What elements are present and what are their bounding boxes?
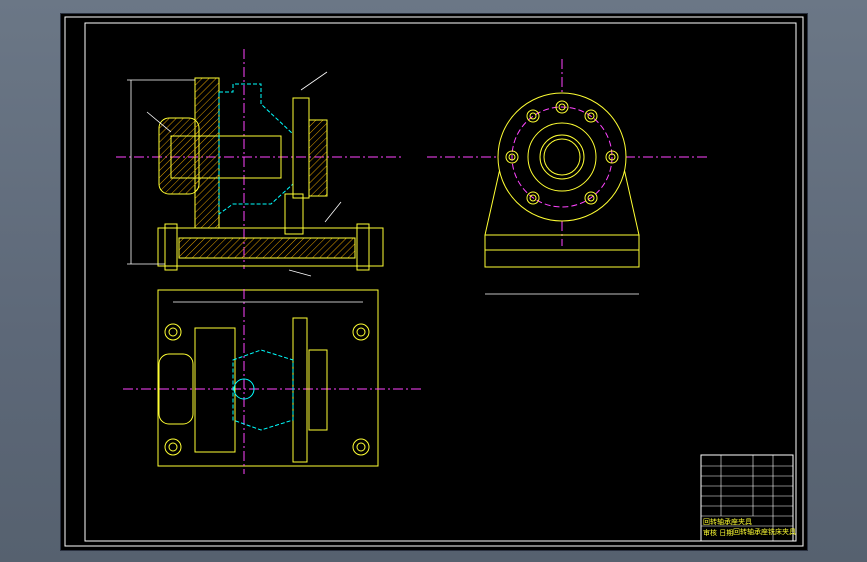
front-section-view[interactable]: [116, 49, 401, 277]
locating-pin: [284, 193, 304, 235]
title-block-frame: [700, 454, 794, 542]
top-workpiece: [232, 349, 294, 431]
right-flange: [308, 119, 328, 197]
flange-bolt-holes: [505, 100, 619, 205]
right-bracket: [292, 97, 310, 199]
shaft-left: [158, 117, 200, 195]
pedestal-base: [484, 234, 640, 268]
leader-line-2: [146, 111, 172, 133]
leader-line-1: [300, 71, 328, 91]
title-block-drawing-name: 回转轴承座夹具: [703, 518, 752, 526]
drawing-inner-frame: [84, 22, 797, 542]
bore-inner: [543, 138, 581, 176]
engineering-drawing: [64, 16, 804, 547]
top-support-plate: [194, 327, 236, 453]
top-view[interactable]: [123, 289, 423, 474]
top-locating-hole: [233, 378, 255, 400]
title-block[interactable]: [700, 454, 794, 542]
leader-line-3: [324, 201, 342, 223]
top-bolt-holes: [164, 323, 370, 456]
title-block-label: 回转轴承座铣床夹具: [733, 528, 796, 536]
top-right-bracket: [292, 317, 308, 463]
shaft-core: [170, 135, 282, 179]
flange-outer: [497, 92, 627, 222]
top-base-plate: [157, 289, 379, 467]
cad-viewport[interactable]: 回转轴承座夹具 审核 日期 回转轴承座铣床夹具: [60, 13, 808, 551]
bore-outer: [539, 134, 585, 180]
hub-outer: [527, 122, 597, 192]
base-plate-hatch: [178, 237, 356, 259]
top-right-flange: [308, 349, 328, 431]
side-view[interactable]: [427, 59, 707, 295]
bolt-circle: [511, 106, 613, 208]
title-block-designer-row: 审核 日期: [703, 529, 734, 537]
top-shaft: [158, 353, 194, 425]
drawing-outer-frame: [64, 16, 804, 547]
leader-line-4: [288, 269, 312, 277]
workpiece-outline: [218, 83, 294, 215]
bolt-right: [356, 223, 370, 271]
base-plate: [157, 227, 384, 267]
bolt-left: [164, 223, 178, 271]
